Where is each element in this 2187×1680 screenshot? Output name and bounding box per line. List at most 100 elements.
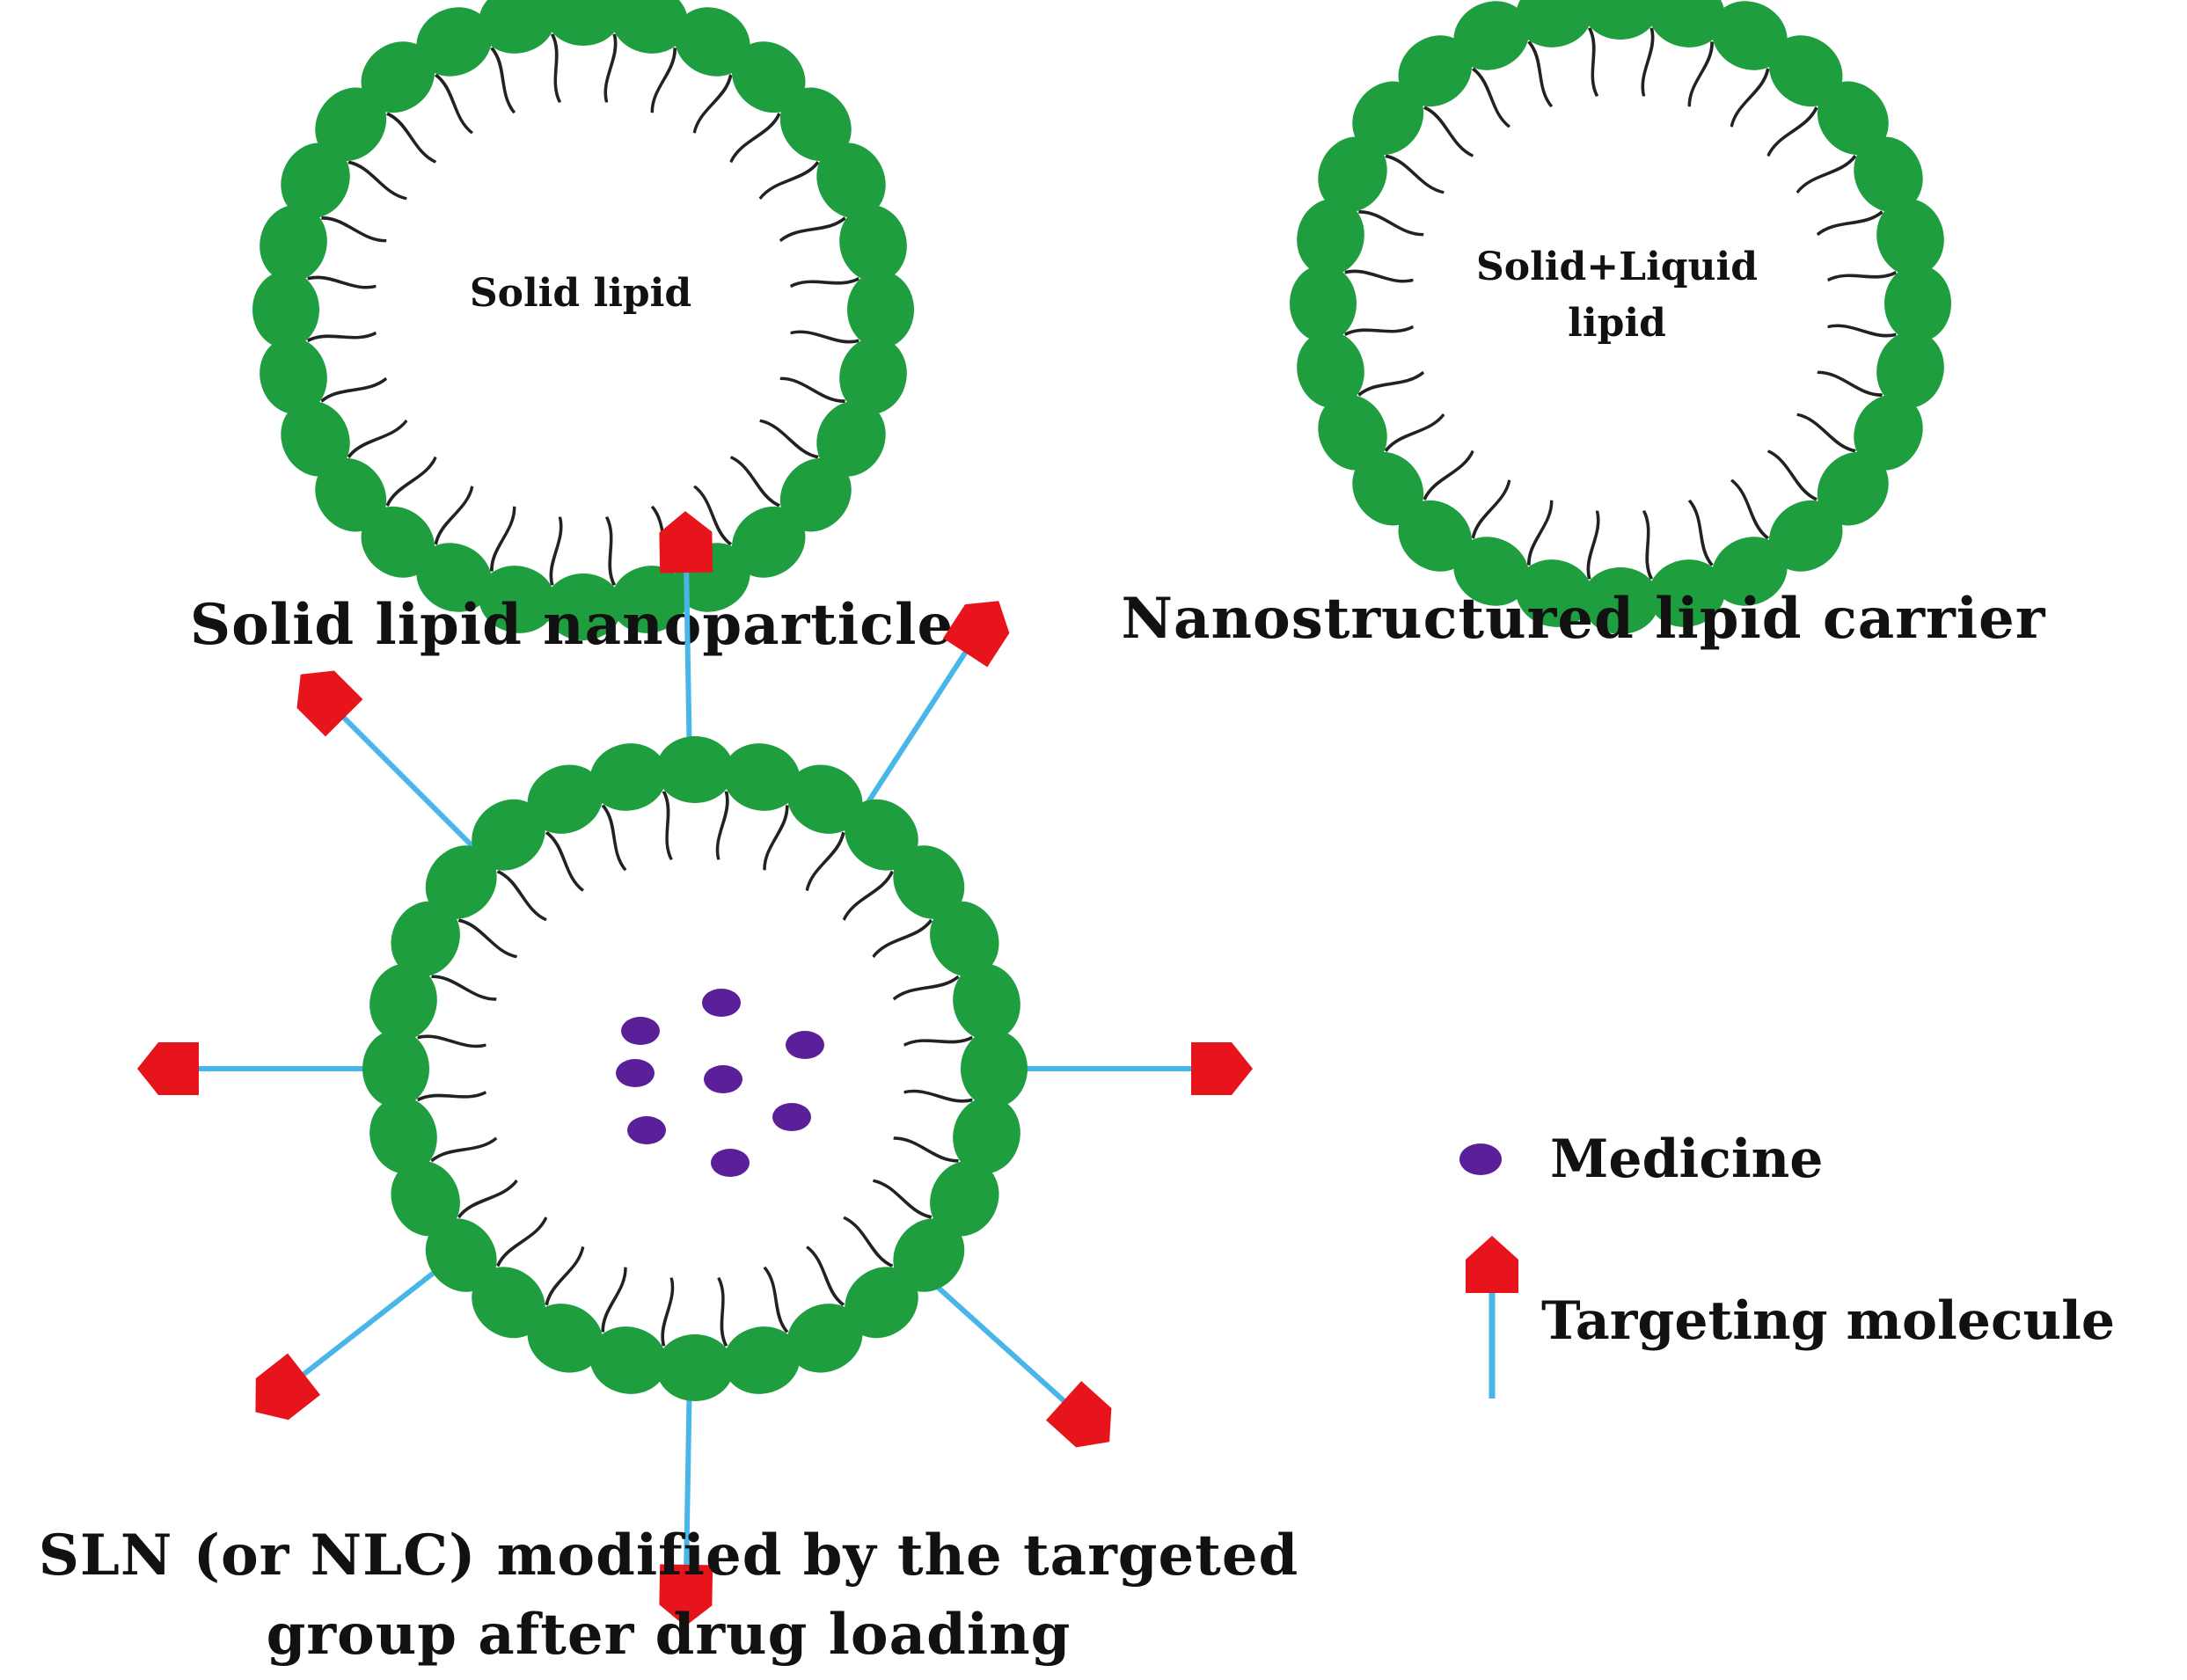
lipid-tail <box>1384 413 1445 451</box>
lipid-tail <box>1827 325 1897 338</box>
lipid-head <box>722 1326 801 1394</box>
targeted-caption-line1: SLN (or NLC) modified by the targeted <box>39 1523 1299 1589</box>
lipid-head <box>416 7 493 77</box>
ligand-head <box>137 1042 199 1095</box>
lipid-tail-layer <box>307 33 859 586</box>
lipid-tail <box>1587 27 1598 97</box>
lipid-head <box>786 1304 863 1373</box>
lipid-tail <box>385 456 436 506</box>
lipid-head <box>479 0 556 54</box>
medicine-dot <box>621 1017 660 1045</box>
lipid-head <box>1817 81 1889 156</box>
lipid-head <box>1516 0 1593 47</box>
lipid-head <box>361 41 435 113</box>
lipid-tail <box>307 331 377 341</box>
lipid-tail <box>1796 156 1857 194</box>
lipid-head <box>1711 537 1788 606</box>
lipid-tail <box>759 420 818 459</box>
targeting-molecule-icon <box>1466 1236 1518 1399</box>
lipid-head <box>1352 451 1424 526</box>
ligand-head <box>255 1353 321 1421</box>
lipid-tail <box>1687 500 1713 566</box>
lipid-head <box>1453 537 1530 606</box>
lipid-tail <box>321 215 387 242</box>
lipid-tail <box>550 33 560 103</box>
lipid-head <box>1884 265 1951 342</box>
lipid-head-layer <box>252 0 914 640</box>
lipid-head <box>589 743 668 811</box>
lipid-tail <box>1730 479 1768 540</box>
lipid-head <box>1318 136 1387 213</box>
lipid-head <box>472 799 545 871</box>
targeted-caption-line2: group after drug loading <box>267 1602 1072 1668</box>
lipid-tail-layer <box>417 791 973 1347</box>
lipid-head <box>656 736 734 803</box>
lipid-head <box>425 845 497 919</box>
lipid-tail-layer <box>1344 27 1897 580</box>
lipid-head <box>1398 35 1473 107</box>
lipid-tail <box>790 331 859 344</box>
lipid-tail <box>549 516 562 586</box>
targeting-ligand-layer <box>137 511 1253 1626</box>
lipid-head <box>961 1030 1028 1107</box>
ligand-stalk <box>338 712 498 872</box>
sln-core-label: Solid lipid <box>470 271 691 316</box>
lipid-head <box>315 457 387 532</box>
lipid-tail <box>1688 41 1715 107</box>
legend: Medicine Targeting molecule <box>1459 1129 2115 1399</box>
lipid-head <box>391 1160 460 1237</box>
lipid-head <box>893 845 965 919</box>
lipid-tail <box>779 217 846 243</box>
lipid-head <box>369 963 437 1041</box>
lipid-head <box>1768 500 1843 572</box>
lipid-head <box>1290 265 1357 342</box>
lipid-head <box>361 506 435 578</box>
sln-caption: Solid lipid nanoparticle <box>190 592 954 658</box>
lipid-tail <box>545 1246 584 1305</box>
ligand-head <box>942 601 1010 668</box>
lipid-tail <box>434 486 473 544</box>
lipid-tail <box>1766 450 1817 501</box>
lipid-tail <box>764 805 789 871</box>
lipid-head <box>1297 199 1364 276</box>
lipid-tail <box>1642 27 1655 97</box>
lipid-tail <box>1796 413 1855 453</box>
medicine-dot <box>786 1031 824 1059</box>
lipid-tail <box>320 376 387 402</box>
lipid-head <box>1297 331 1364 408</box>
lipid-tail <box>491 47 516 113</box>
lipid-head <box>674 7 750 77</box>
lipid-head <box>816 400 886 477</box>
lipid-head <box>1398 500 1473 572</box>
lipid-head <box>845 799 918 871</box>
lipid-tail <box>806 832 845 891</box>
ligand-head <box>296 670 363 737</box>
lipid-head-layer <box>1290 0 1951 634</box>
lipid-tail <box>1642 510 1652 580</box>
lipid-tail <box>1344 269 1414 282</box>
lipid-head <box>479 566 556 633</box>
lipid-tail <box>843 871 894 921</box>
lipid-head <box>1854 136 1923 213</box>
lipid-tail <box>602 804 627 871</box>
lipid-head <box>416 543 493 612</box>
lipid-tail <box>693 486 731 546</box>
lipid-head <box>930 901 999 977</box>
lipid-tail <box>348 160 407 200</box>
lipid-tail <box>693 75 733 134</box>
lipid-tail <box>651 47 677 113</box>
lipid-tail <box>790 278 859 289</box>
lipid-tail <box>347 420 407 457</box>
nlc-caption: Nanostructured lipid carrier <box>1122 586 2046 652</box>
lipid-tail <box>729 457 779 508</box>
lipid-head <box>260 205 327 282</box>
lipid-tail <box>661 1277 674 1347</box>
targeted-nanoparticle <box>137 511 1253 1626</box>
lipid-head <box>731 506 806 578</box>
lipid-head <box>391 901 460 977</box>
drug-payload <box>616 989 824 1177</box>
lipid-head <box>545 573 622 640</box>
medicine-dot <box>704 1065 742 1093</box>
lipid-tail <box>387 112 437 163</box>
lipid-head <box>930 1160 999 1237</box>
